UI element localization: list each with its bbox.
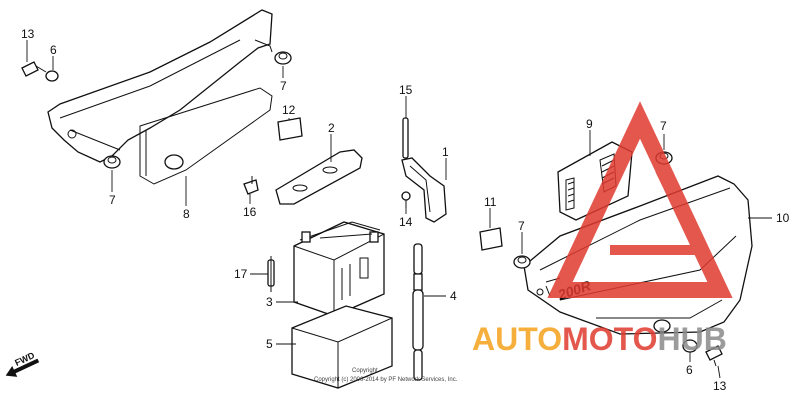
- callout-6-right: 6: [686, 363, 693, 377]
- callout-6-left: 6: [50, 43, 57, 57]
- callout-2: 2: [328, 121, 335, 135]
- watermark-auto: AUTO: [472, 321, 562, 357]
- callout-12: 12: [282, 103, 296, 117]
- callout-8: 8: [183, 207, 190, 221]
- battery-3: [293, 221, 385, 317]
- grommet-right-lower: [513, 255, 531, 269]
- callout-5: 5: [266, 337, 273, 351]
- callout-15: 15: [399, 83, 413, 97]
- watermark-logo: AUTOMOTOHUB: [472, 101, 733, 357]
- callout-7-right-lower: 7: [518, 219, 525, 233]
- callout-4: 4: [450, 289, 457, 303]
- callout-3: 3: [266, 295, 273, 309]
- callout-14: 14: [399, 215, 413, 229]
- callout-10: 10: [776, 211, 790, 225]
- breather-hose-4: [412, 243, 424, 381]
- copyright: Copyright Copyright (c) 2006-2014 by PF …: [314, 368, 458, 383]
- copyright-line2: Copyright (c) 2006-2014 by PF Network Se…: [314, 377, 458, 383]
- watermark-text: AUTOMOTOHUB: [472, 321, 727, 357]
- leader-lines: [26, 40, 772, 379]
- copyright-line1: Copyright: [352, 368, 378, 374]
- callout-16: 16: [243, 205, 257, 219]
- watermark-hub: HUB: [657, 321, 726, 357]
- bolt-left-13: [21, 61, 47, 77]
- callout-13-left: 13: [21, 27, 35, 41]
- callout-17: 17: [234, 267, 248, 281]
- callout-7-left-lower: 7: [109, 193, 116, 207]
- callout-7-right-upper: 7: [660, 119, 667, 133]
- battery-band-1: [401, 157, 447, 223]
- fwd-arrow: FWD: [5, 350, 40, 377]
- clip-16: [243, 176, 259, 195]
- callout-9: 9: [586, 117, 593, 131]
- caution-label-12: [277, 117, 303, 141]
- callout-11: 11: [484, 195, 497, 209]
- left-side-cover: [47, 9, 273, 185]
- battery-case-5: [291, 305, 393, 389]
- caution-label-11: [479, 227, 503, 251]
- breather-tube-15: [402, 117, 409, 159]
- callouts: 13 6 7 7 8 12 2 16 17 3 5 15 1 14 4 11 7…: [21, 27, 790, 393]
- callout-13-right: 13: [713, 379, 727, 393]
- callout-7-left-upper: 7: [280, 79, 287, 93]
- callout-1: 1: [442, 145, 449, 159]
- collar-left-6: [45, 70, 59, 82]
- bolt-14: [401, 191, 411, 208]
- fuse-17: [267, 256, 275, 292]
- watermark-moto: MOTO: [562, 321, 657, 357]
- grommet-left-lower: [103, 155, 121, 169]
- grommet-left-upper: [274, 51, 292, 65]
- bolt-right-13: [705, 345, 723, 367]
- battery-holder-2: [275, 149, 363, 205]
